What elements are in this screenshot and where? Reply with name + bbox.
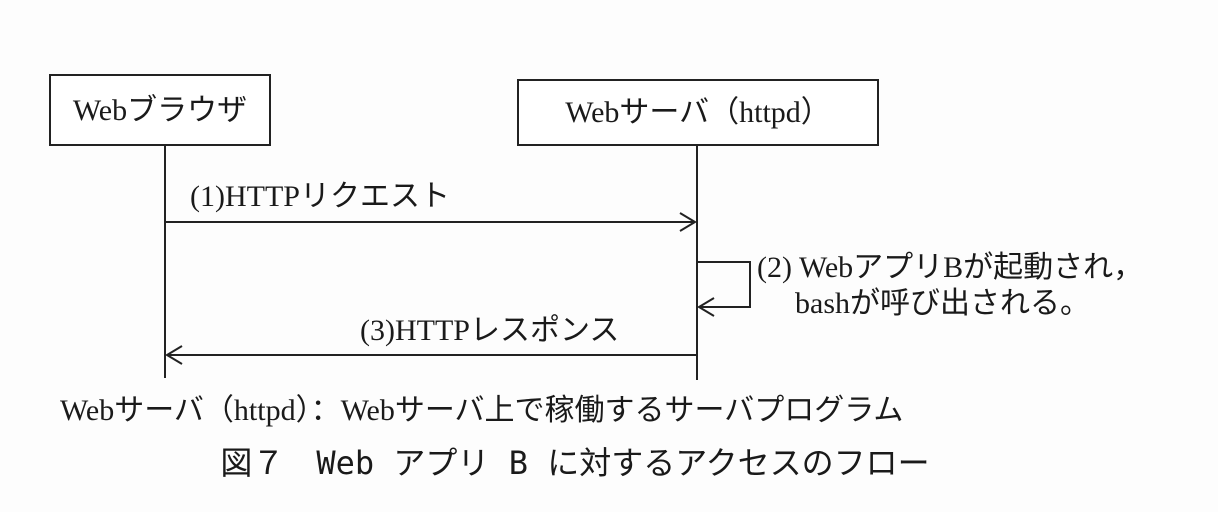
message-label: (1)HTTPリクエスト [190,180,450,213]
participant-label: Webサーバ（httpd） [565,96,831,129]
arrowhead-icon [679,212,697,232]
message-self: (2) WebアプリBが起動され， bashが呼び出される。 [697,251,1143,320]
participant-server: Webサーバ（httpd） [517,79,879,146]
participant-label: Webブラウザ [73,94,247,127]
diagram-note: Webサーバ（httpd）：Webサーバ上で稼働するサーバプログラム [60,394,903,427]
figure-caption: 図７ Web アプリ B に対するアクセスのフロー [220,444,929,482]
self-loop-line [697,261,751,308]
message-response: (3)HTTPレスポンス [165,314,697,365]
message-label: (3)HTTPレスポンス [360,314,619,347]
participant-box [49,74,271,146]
message-label-line1: (2) WebアプリBが起動され， [757,251,1143,284]
participant-box [517,79,879,146]
arrowhead-icon [165,345,183,365]
participant-browser: Webブラウザ [49,74,271,146]
message-request: (1)HTTPリクエスト [165,180,697,232]
arrowhead-icon [697,297,715,317]
message-label-line2: bashが呼び出される。 [795,287,1090,320]
